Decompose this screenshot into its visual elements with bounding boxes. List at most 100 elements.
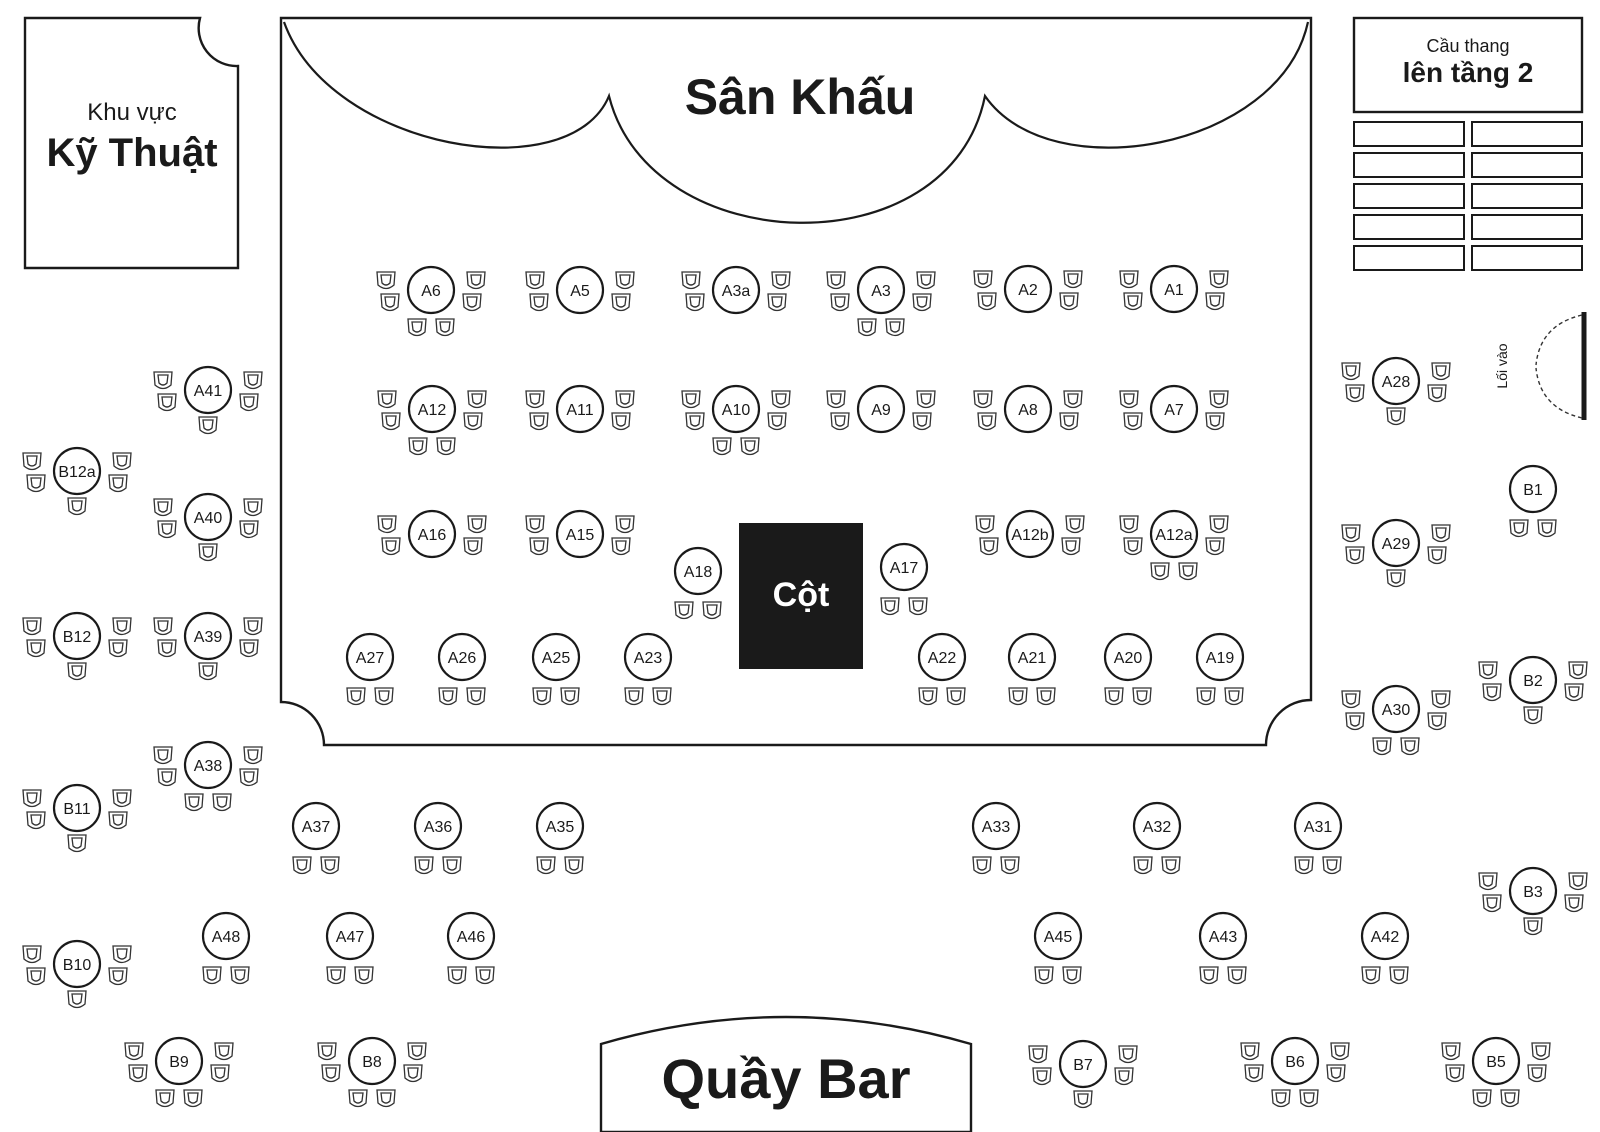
table-a25[interactable]: A25 <box>531 632 581 706</box>
stairs: Cầu thang lên tầng 2 <box>1352 16 1584 271</box>
table-a12b[interactable]: A12b <box>975 509 1085 559</box>
table-label: A12b <box>1011 527 1048 544</box>
table-a10[interactable]: A10 <box>681 384 791 456</box>
table-a30[interactable]: A30 <box>1341 684 1451 756</box>
table-b11[interactable]: B11 <box>22 783 132 853</box>
table-a22[interactable]: A22 <box>917 632 967 706</box>
table-a15[interactable]: A15 <box>525 509 635 559</box>
table-a47[interactable]: A47 <box>325 911 375 985</box>
chair-icon <box>198 662 218 681</box>
table-a6[interactable]: A6 <box>376 265 486 337</box>
table-a48[interactable]: A48 <box>201 911 251 985</box>
chair-icon <box>652 687 672 706</box>
table-a26[interactable]: A26 <box>437 632 487 706</box>
chair-icon <box>767 293 787 312</box>
chair-icon <box>346 687 366 706</box>
table-a21[interactable]: A21 <box>1007 632 1057 706</box>
chair-icon <box>1537 519 1557 538</box>
chair-icon <box>212 793 232 812</box>
table-b12[interactable]: B12 <box>22 611 132 681</box>
table-a7[interactable]: A7 <box>1119 384 1229 434</box>
chair-icon <box>26 474 46 493</box>
table-a20[interactable]: A20 <box>1103 632 1153 706</box>
table-a11[interactable]: A11 <box>525 384 635 434</box>
table-a45[interactable]: A45 <box>1033 911 1083 985</box>
table-a3a[interactable]: A3a <box>681 265 791 315</box>
table-a33[interactable]: A33 <box>971 801 1021 875</box>
table-label: A28 <box>1382 374 1411 391</box>
table-b10[interactable]: B10 <box>22 939 132 1009</box>
table-a19[interactable]: A19 <box>1195 632 1245 706</box>
chair-icon <box>466 687 486 706</box>
table-circle <box>1058 1039 1108 1089</box>
entrance: Lối vào <box>1494 312 1587 420</box>
table-a32[interactable]: A32 <box>1132 801 1182 875</box>
chair-icon <box>1240 1042 1260 1061</box>
table-a5[interactable]: A5 <box>525 265 635 315</box>
table-a16[interactable]: A16 <box>377 509 487 559</box>
chair-icon <box>22 452 42 471</box>
table-b8[interactable]: B8 <box>317 1036 427 1108</box>
table-a29[interactable]: A29 <box>1341 518 1451 588</box>
table-circle <box>154 1036 204 1086</box>
table-a35[interactable]: A35 <box>535 801 585 875</box>
table-a1[interactable]: A1 <box>1119 264 1229 314</box>
table-a42[interactable]: A42 <box>1360 911 1410 985</box>
chair-icon <box>243 746 263 765</box>
chair-icon <box>157 639 177 658</box>
table-a46[interactable]: A46 <box>446 911 496 985</box>
table-a43[interactable]: A43 <box>1198 911 1248 985</box>
table-a8[interactable]: A8 <box>973 384 1083 434</box>
chair-icon <box>564 856 584 875</box>
table-a27[interactable]: A27 <box>345 632 395 706</box>
chair-icon <box>525 390 545 409</box>
table-a18[interactable]: A18 <box>673 546 723 620</box>
table-b2[interactable]: B2 <box>1478 655 1588 725</box>
table-a23[interactable]: A23 <box>623 632 673 706</box>
table-a37[interactable]: A37 <box>291 801 341 875</box>
table-b12a[interactable]: B12a <box>22 446 132 516</box>
chair-icon <box>1341 362 1361 381</box>
table-a28[interactable]: A28 <box>1341 356 1451 426</box>
chair-icon <box>685 412 705 431</box>
table-a12[interactable]: A12 <box>377 384 487 456</box>
table-a41[interactable]: A41 <box>153 365 263 435</box>
chair-icon <box>1294 856 1314 875</box>
table-a2[interactable]: A2 <box>973 264 1083 314</box>
chair-icon <box>1531 1042 1551 1061</box>
table-a39[interactable]: A39 <box>153 611 263 681</box>
table-circle <box>1198 911 1248 961</box>
table-a38[interactable]: A38 <box>153 740 263 812</box>
table-a12a[interactable]: A12a <box>1119 509 1229 581</box>
chair-icon <box>376 271 396 290</box>
chair-icon <box>1209 390 1229 409</box>
table-circle <box>446 911 496 961</box>
chair-icon <box>857 318 877 337</box>
table-circle <box>879 542 929 592</box>
table-b6[interactable]: B6 <box>1240 1036 1350 1108</box>
table-b9[interactable]: B9 <box>124 1036 234 1108</box>
chair-icon <box>529 412 549 431</box>
chair-icon <box>376 1089 396 1108</box>
table-b1[interactable]: B1 <box>1508 464 1558 538</box>
table-b5[interactable]: B5 <box>1441 1036 1551 1108</box>
chair-icon <box>1299 1089 1319 1108</box>
chair-icon <box>26 811 46 830</box>
chair-icon <box>1326 1064 1346 1083</box>
table-circle <box>183 492 233 542</box>
table-b3[interactable]: B3 <box>1478 866 1588 936</box>
table-a3[interactable]: A3 <box>826 265 936 337</box>
table-a31[interactable]: A31 <box>1293 801 1343 875</box>
table-b7[interactable]: B7 <box>1028 1039 1138 1109</box>
chair-icon <box>1478 872 1498 891</box>
table-a9[interactable]: A9 <box>826 384 936 434</box>
technical-area-label-line2: Kỹ Thuật <box>46 131 217 175</box>
stage-curtain <box>282 21 1310 224</box>
table-a17[interactable]: A17 <box>879 542 929 616</box>
table-label: A16 <box>418 527 447 544</box>
chair-icon <box>153 498 173 517</box>
table-a40[interactable]: A40 <box>153 492 263 562</box>
table-label: A10 <box>722 402 751 419</box>
table-a36[interactable]: A36 <box>413 801 463 875</box>
chair-icon <box>1150 562 1170 581</box>
